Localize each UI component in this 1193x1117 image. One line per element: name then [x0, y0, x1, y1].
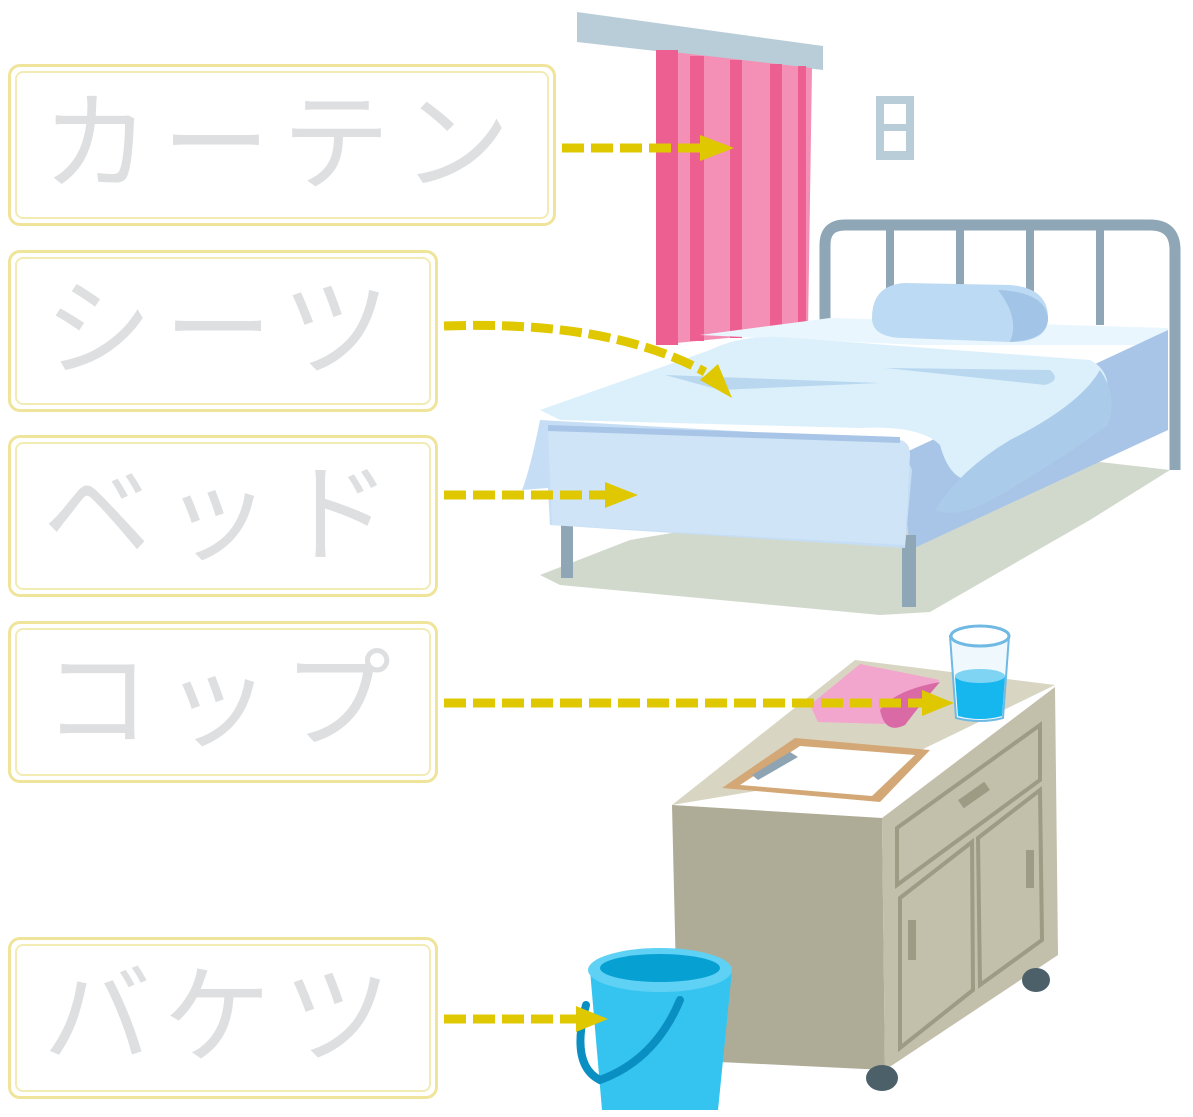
- clipboard-icon: [722, 738, 930, 802]
- cabinet-icon: [672, 624, 1058, 1091]
- arrow-sheets: [443, 320, 708, 376]
- wall-switch-icon: [876, 96, 914, 160]
- label-box-bucket: バケツ: [8, 937, 438, 1099]
- cup-icon: [948, 624, 1011, 722]
- label-curtain: カーテン: [41, 82, 522, 207]
- label-box-bed: ベッド: [8, 435, 438, 597]
- label-cup: コップ: [42, 639, 403, 764]
- arrowhead-bed: [605, 482, 638, 508]
- arrowhead-bucket: [576, 1006, 608, 1032]
- arrowheads-layer: [576, 135, 954, 1032]
- label-sheets: シーツ: [44, 268, 402, 393]
- label-bed: ベッド: [42, 453, 403, 578]
- arrowhead-cup: [922, 690, 954, 716]
- label-box-curtain: カーテン: [8, 64, 556, 226]
- arrowhead-sheets: [700, 364, 732, 398]
- label-box-cup: コップ: [8, 621, 438, 783]
- curtain-icon: [577, 12, 823, 345]
- arrowhead-curtain: [700, 135, 734, 161]
- arrows-layer: [443, 143, 928, 1024]
- label-box-sheets: シーツ: [8, 250, 438, 412]
- label-bucket: バケツ: [42, 955, 403, 1080]
- pillow-icon: [872, 283, 1048, 342]
- bed-icon: [522, 219, 1181, 615]
- bucket-icon: [576, 948, 732, 1110]
